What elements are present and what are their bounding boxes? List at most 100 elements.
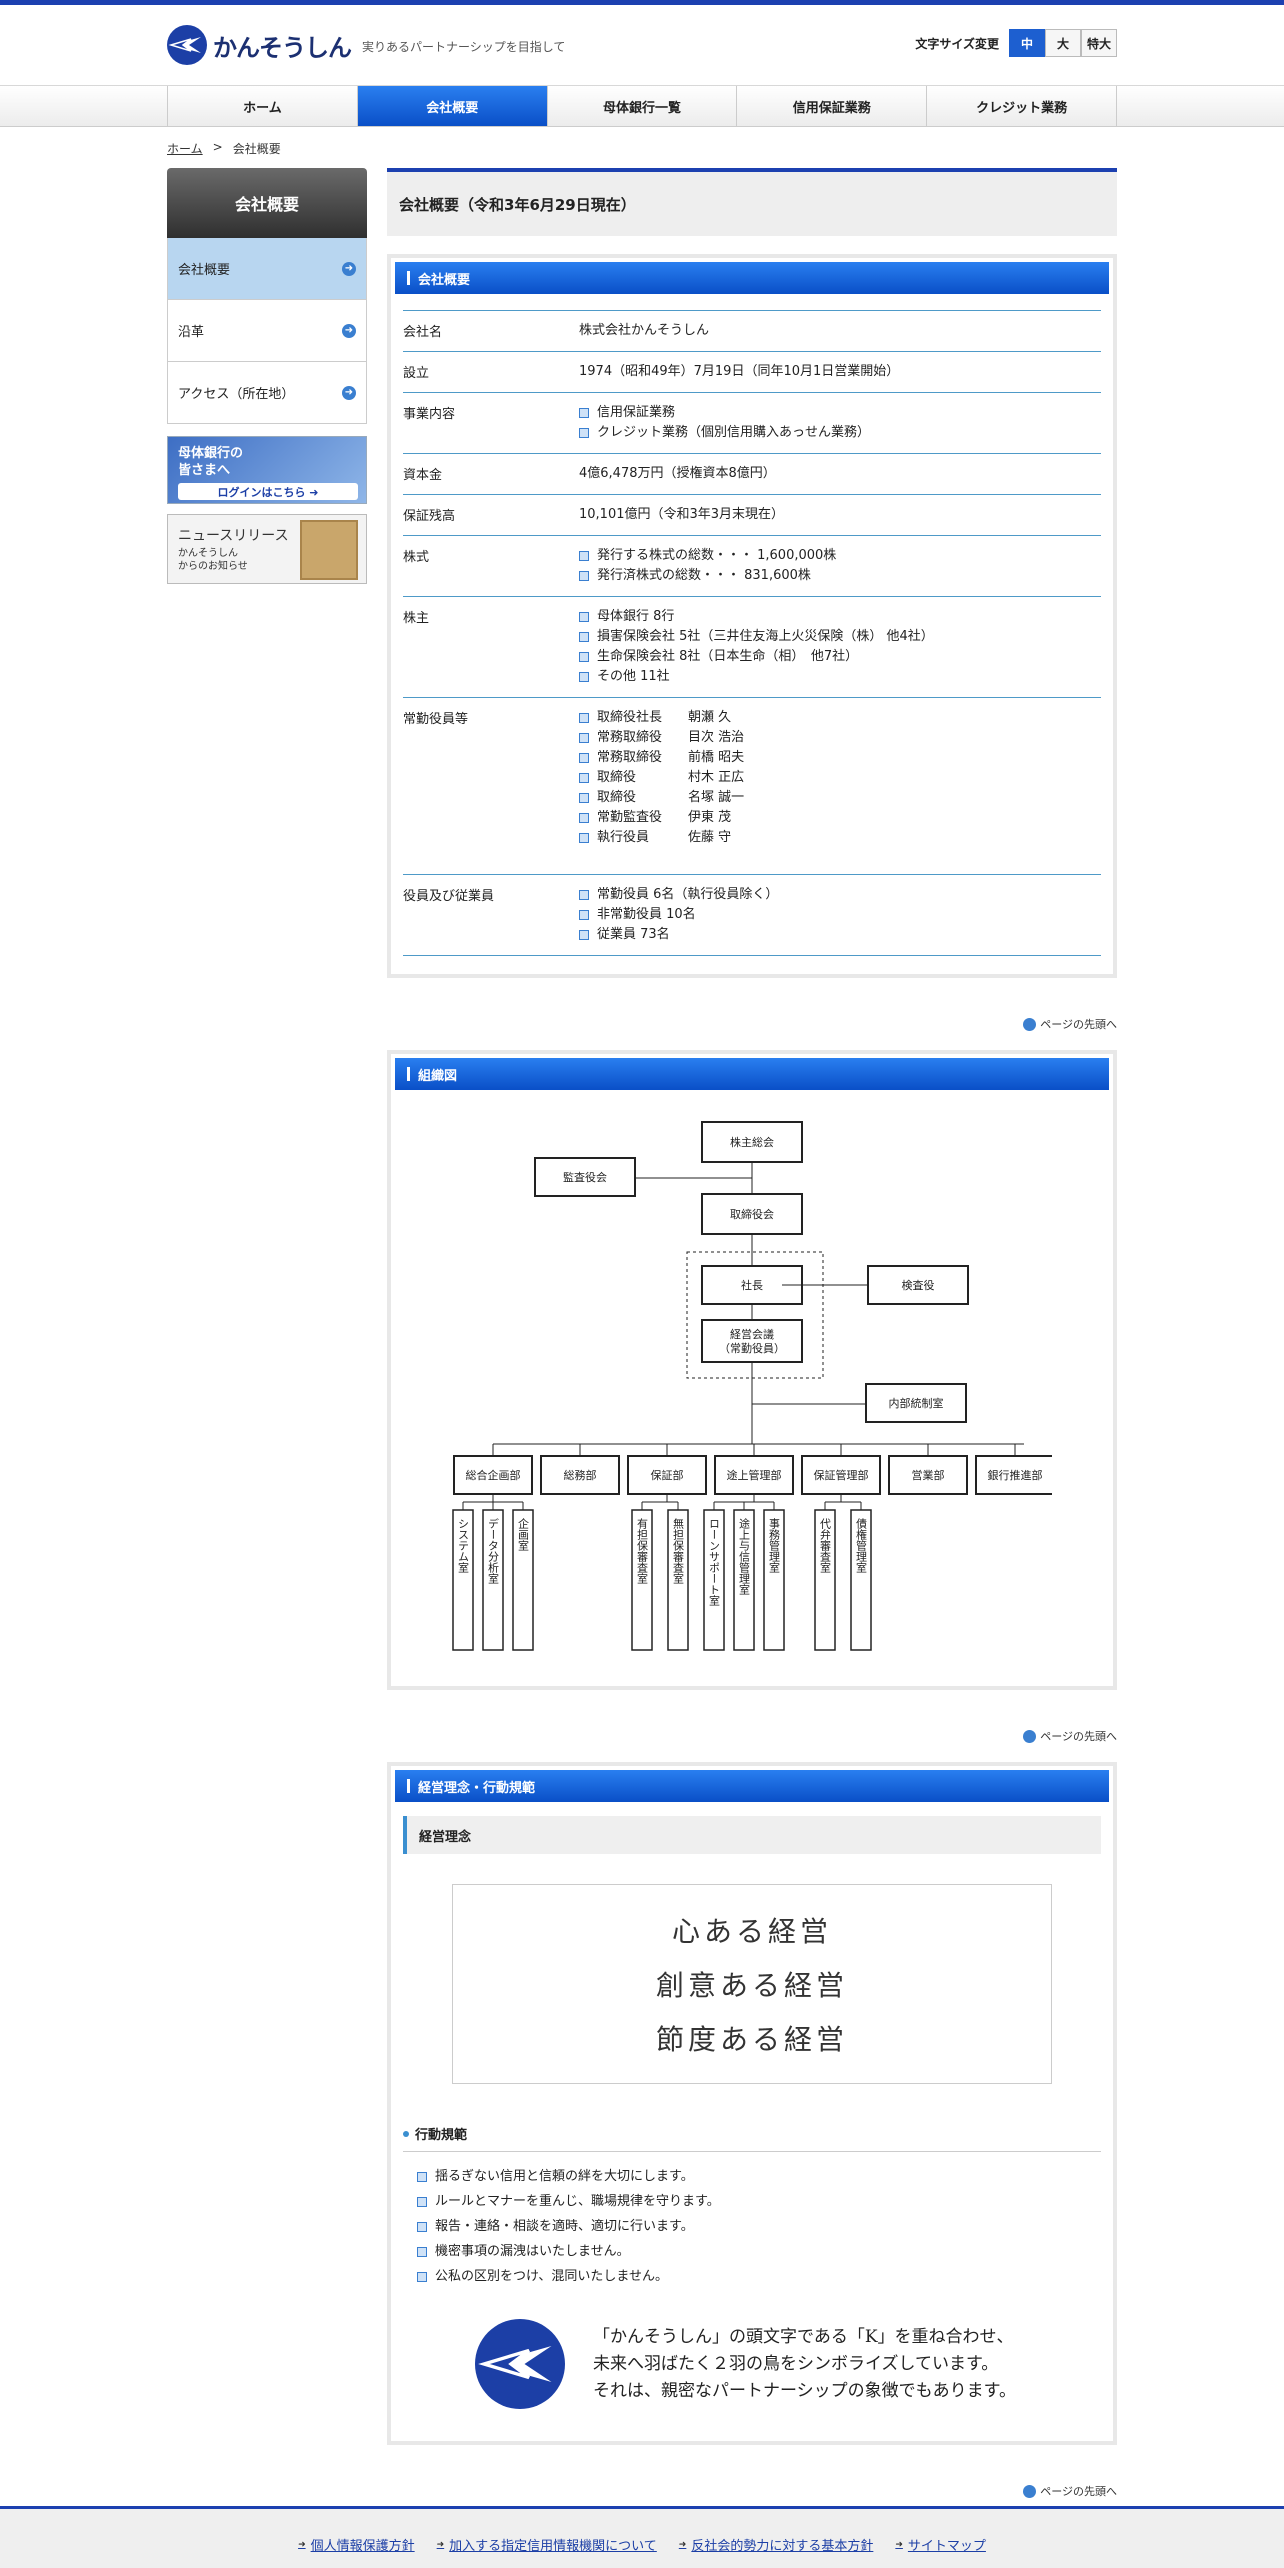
table-row: 株式発行する株式の総数・・・ 1,600,000株発行済株式の総数・・・ 831… [403,536,1101,597]
list-item: 生命保険会社 8社（日本生命（相） 他7社） [579,647,1101,667]
row-label: 役員及び従業員 [403,889,495,904]
bank-login-banner[interactable]: 母体銀行の皆さまへ ログインはこちら ➜ [167,436,367,504]
banner-news-line2: からのお知らせ [178,561,248,572]
breadcrumb-current: 会社概要 [232,142,281,156]
footer-link-privacy[interactable]: 個人情報保護方針 [298,2535,415,2554]
header: かんそうしん 実りあるパートナーシップを目指して 文字サイズ変更 中 大 特大 [167,5,1117,85]
list-item: 常勤役員 6名（執行役員除く） [579,885,1101,905]
news-release-banner[interactable]: ニュースリリース かんそうしんからのお知らせ [167,514,367,584]
row-label: 常勤役員等 [403,712,469,727]
overview-heading: 会社概要 [395,262,1109,294]
footer-link-credit-bureau[interactable]: 加入する指定信用情報機関について [437,2535,657,2554]
font-size-medium-button[interactable]: 中 [1009,29,1045,57]
org-sub-office: 途上与信管理室 [738,1517,751,1595]
list-item: 信用保証業務 [579,403,1101,423]
row-label: 資本金 [403,468,443,483]
philosophy-line: 心ある経営 [671,1915,832,1948]
row-value: 信用保証業務クレジット業務（個別信用購入あっせん業務） [579,403,1101,443]
table-row: 常勤役員等取締役社長 朝瀬 久常務取締役 目次 浩治常務取締役 前橋 昭夫取締役… [403,698,1101,875]
row-value: 1974（昭和49年）7月19日（同年10月1日営業開始） [579,362,1101,382]
sidebar-item-history[interactable]: 沿革 ➜ [167,300,367,362]
arrow-up-icon [1023,1729,1037,1743]
org-dept-box [975,1455,1052,1495]
org-sub-box [814,1509,836,1651]
org-dept: 途上管理部 [727,1468,782,1482]
page-top-label: ページの先頭へ [1040,1018,1117,1031]
org-sub-box [482,1509,504,1651]
main-content: 会社概要（令和3年6月29日現在） 会社概要 会社名 株式会社かんそうしん設立 19… [387,168,1117,2499]
row-label: 株主 [403,611,430,626]
org-sub-office: 企画室 [517,1517,530,1551]
list-item: 従業員 73名 [579,925,1101,945]
font-size-large-button[interactable]: 大 [1045,29,1081,57]
org-sub-office: データ分析室 [487,1517,500,1584]
breadcrumb-home-link[interactable]: ホーム [167,142,203,156]
page-top-label: ページの先頭へ [1040,1730,1117,1743]
org-sub-box [512,1509,534,1651]
philosophy-frame: 心ある経営 創意ある経営 節度ある経営 [452,1884,1052,2084]
list-item: 機密事項の漏洩はいたしません。 [417,2239,1101,2264]
font-size-label: 文字サイズ変更 [915,36,999,51]
nav-item-credit[interactable]: クレジット業務 [926,86,1117,126]
org-president: 社長 [741,1278,763,1292]
page-title: 会社概要（令和3年6月29日現在） [387,168,1117,236]
sidebar-item-overview[interactable]: 会社概要 ➜ [167,238,367,300]
org-dept: 銀行推進部 [988,1468,1043,1482]
breadcrumb: ホーム > 会社概要 [167,140,281,157]
value-text: 株式会社かんそうしん [579,323,710,338]
page-top-link[interactable]: ページの先頭へ [387,1016,1117,1032]
sidebar-title: 会社概要 [167,168,367,238]
page-top-link[interactable]: ページの先頭へ [387,2483,1117,2499]
list-item: 揺るぎない信用と信頼の絆を大切にします。 [417,2164,1101,2189]
company-info-table: 会社名 株式会社かんそうしん設立 1974（昭和49年）7月19日（同年10月1日営… [403,310,1101,956]
nav-item-company[interactable]: 会社概要 [356,86,547,126]
footer-link-antisocial-policy[interactable]: 反社会的勢力に対する基本方針 [679,2535,873,2554]
font-size-xlarge-button[interactable]: 特大 [1081,29,1117,57]
table-row: 役員及び従業員 常勤役員 6名（執行役員除く）非常勤役員 10名従業員 73名 [403,875,1101,956]
list-item: 非常勤役員 10名 [579,905,1101,925]
row-value: 発行する株式の総数・・・ 1,600,000株発行済株式の総数・・・ 831,6… [579,546,1101,586]
logo-mark-icon [167,25,207,65]
value-text: 1974（昭和49年）7月19日（同年10月1日営業開始） [579,364,900,379]
row-value: 4億6,478万円（授権資本8億円） [579,464,1101,484]
overview-box: 会社概要 会社名 株式会社かんそうしん設立 1974（昭和49年）7月19日（同年1… [387,254,1117,978]
symbol-mark-icon [475,2319,565,2409]
philosophy-subheading: 経営理念 [403,1816,1101,1854]
list-item: その他 11社 [579,667,1101,687]
nav-item-guarantee[interactable]: 信用保証業務 [736,86,926,126]
row-label: 設立 [403,366,430,381]
nav-item-home[interactable]: ホーム [167,86,357,126]
org-sub-office: 債権管理室 [855,1517,868,1573]
philosophy-line: 節度ある経営 [655,2023,848,2056]
org-sub-office: 代弁審査室 [819,1518,832,1573]
philosophy-line: 創意ある経営 [655,1969,848,2002]
bulletin-board-icon [300,520,358,580]
row-value: 10,101億円（令和3年3月末現在） [579,505,1101,525]
footer: 個人情報保護方針 加入する指定信用情報機関について 反社会的勢力に対する基本方針… [0,2506,1284,2568]
row-value: 母体銀行 8行損害保険会社 5社（三井住友海上火災保険（株） 他4社）生命保険会… [579,607,1101,687]
table-row: 設立 1974（昭和49年）7月19日（同年10月1日営業開始） [403,352,1101,393]
logo-text: かんそうしん [213,33,352,62]
org-board: 取締役会 [730,1207,774,1221]
org-sub-office: ローンサポート室 [708,1518,721,1606]
org-sub-office: 有担保審査室 [636,1517,649,1584]
arrow-up-icon [1023,1017,1037,1031]
row-label: 会社名 [403,325,443,340]
symbol-line: それは、親密なパートナーシップの象徴でもあります。 [593,2380,1016,2401]
global-nav: ホーム 会社概要 母体銀行一覧 信用保証業務 クレジット業務 [0,85,1284,127]
list-item: 損害保険会社 5社（三井住友海上火災保険（株） 他4社） [579,627,1101,647]
sidebar-item-label: 会社概要 [178,263,231,278]
page-top-link[interactable]: ページの先頭へ [387,1728,1117,1744]
sidebar-item-access[interactable]: アクセス（所在地） ➜ [167,362,367,424]
org-sub-box [703,1509,725,1651]
org-dept: 保証管理部 [814,1468,869,1482]
list-item: 常務取締役 前橋 昭夫 [579,748,1101,768]
footer-link-sitemap[interactable]: サイトマップ [895,2535,986,2554]
logo[interactable]: かんそうしん [167,25,352,65]
table-row: 資本金 4億6,478万円（授権資本8億円） [403,454,1101,495]
list-item: ルールとマナーを重んじ、職場規律を守ります。 [417,2189,1101,2214]
symbol-line: 「かんそうしん」の頭文字である「K」を重ね合わせ、 [593,2326,1014,2347]
list-item: 常勤監査役 伊東 茂 [579,808,1101,828]
banner-login-button[interactable]: ログインはこちら ➜ [178,483,358,500]
nav-item-banks[interactable]: 母体銀行一覧 [546,86,737,126]
